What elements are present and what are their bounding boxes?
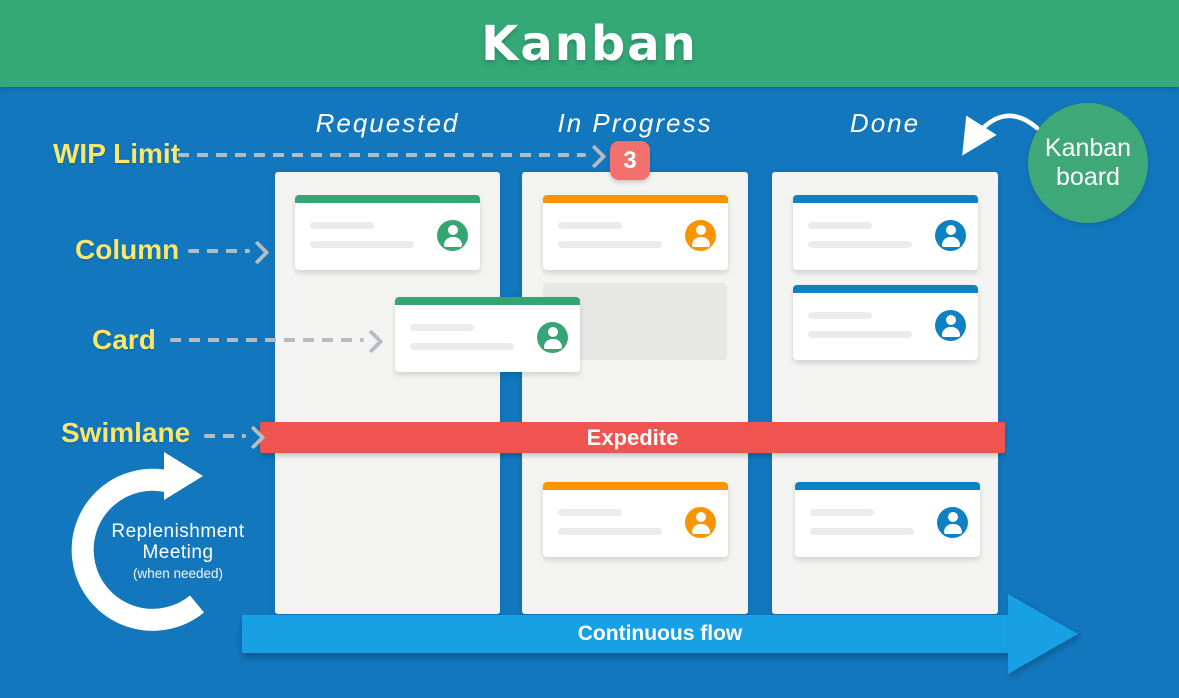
swimlane-expedite: Expedite [260, 422, 1005, 453]
card-text-line [310, 241, 414, 248]
curved-callout-arrow-icon [962, 113, 1040, 156]
label-wip-limit: WIP Limit [53, 138, 181, 169]
card-text-line [808, 312, 872, 319]
column-arrow [188, 249, 250, 253]
card-accent-bar [793, 285, 978, 293]
kanban-card [295, 195, 480, 270]
continuous-flow-label: Continuous flow [577, 622, 743, 645]
card-text-line [558, 222, 622, 229]
card-text-line [808, 241, 912, 248]
card-text-line [810, 528, 914, 535]
kanban-board-callout: Kanban board [1028, 103, 1148, 223]
card-text-line [310, 222, 374, 229]
user-avatar-icon [685, 507, 716, 538]
label-card: Card [92, 324, 156, 355]
card-text-line [808, 222, 872, 229]
continuous-flow-arrow-head [1008, 594, 1078, 674]
user-avatar-icon [937, 507, 968, 538]
replenishment-line-2: Meeting [142, 542, 214, 563]
replenishment-loop-icon [71, 452, 204, 631]
column-arrow-head-icon [245, 240, 270, 265]
wip-limit-arrow [178, 153, 586, 157]
page-title: Kanban [481, 15, 698, 72]
swimlane-label: Expedite [586, 424, 679, 450]
column-header-done: Done [849, 108, 921, 138]
wip-arrow-head-icon [582, 144, 607, 169]
callout-line-2: board [1056, 163, 1120, 191]
card-accent-bar [795, 482, 980, 490]
callout-line-1: Kanban [1044, 134, 1132, 162]
column-header-in-progress: In Progress [557, 108, 713, 138]
wip-limit-value: 3 [623, 146, 637, 174]
card-text-line [558, 528, 662, 535]
card-text-line [810, 509, 874, 516]
kanban-card [793, 285, 978, 360]
wip-limit-badge: 3 [610, 141, 650, 180]
card-text-line [808, 331, 912, 338]
kanban-card [543, 195, 728, 270]
kanban-card [543, 482, 728, 557]
card-text-line [558, 509, 622, 516]
kanban-card [795, 482, 980, 557]
card-accent-bar [395, 297, 580, 305]
label-column: Column [75, 234, 180, 265]
card-accent-bar [793, 195, 978, 203]
swimlane-arrow [204, 434, 246, 438]
replenishment-note: (when needed) [132, 566, 224, 581]
user-avatar-icon [935, 310, 966, 341]
column-header-requested: Requested [315, 108, 460, 138]
card-accent-bar [543, 195, 728, 203]
user-avatar-icon [537, 322, 568, 353]
kanban-card [395, 297, 580, 372]
kanban-card [793, 195, 978, 270]
title-banner: Kanban [0, 0, 1179, 87]
replenishment-line-1: Replenishment [111, 521, 245, 542]
user-avatar-icon [935, 220, 966, 251]
user-avatar-icon [437, 220, 468, 251]
card-text-line [558, 241, 662, 248]
continuous-flow-bar [242, 615, 1010, 653]
card-text-line [410, 343, 514, 350]
label-swimlane: Swimlane [61, 417, 191, 448]
card-arrow [170, 338, 364, 342]
card-accent-bar [295, 195, 480, 203]
card-text-line [410, 324, 474, 331]
replenishment-meeting-label: Replenishment Meeting (when needed) [88, 521, 268, 581]
user-avatar-icon [685, 220, 716, 251]
card-accent-bar [543, 482, 728, 490]
